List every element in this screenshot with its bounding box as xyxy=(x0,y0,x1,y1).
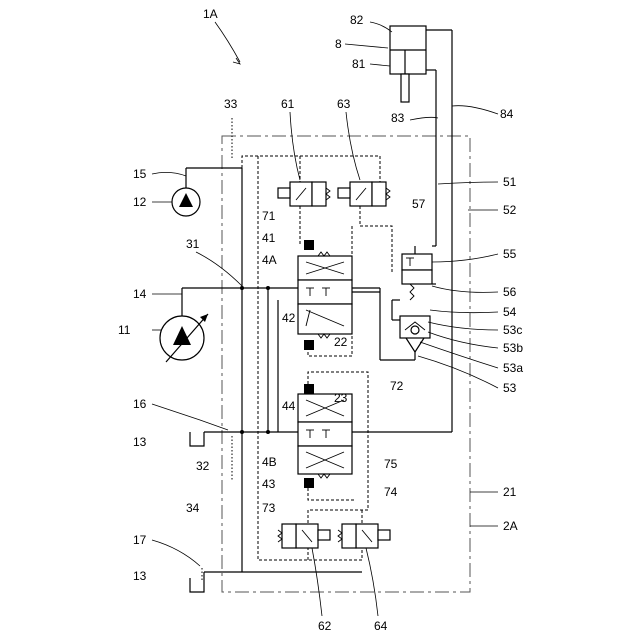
label-61: 61 xyxy=(281,97,295,111)
label-13a: 13 xyxy=(133,435,147,449)
label-4B: 4B xyxy=(262,455,277,469)
label-56: 56 xyxy=(503,285,517,299)
label-81: 81 xyxy=(352,57,366,71)
solenoid-valve-64 xyxy=(338,524,390,548)
label-55: 55 xyxy=(503,247,517,261)
label-32: 32 xyxy=(196,459,210,473)
label-11: 11 xyxy=(118,323,131,337)
label-54: 54 xyxy=(503,305,517,319)
label-33: 33 xyxy=(224,97,238,111)
label-2A: 2A xyxy=(503,519,518,533)
tank-upper xyxy=(190,432,300,446)
label-8: 8 xyxy=(335,37,342,51)
label-13b: 13 xyxy=(133,569,147,583)
label-63: 63 xyxy=(337,97,351,111)
tank-lower xyxy=(190,572,362,592)
label-system: 1A xyxy=(203,7,218,21)
label-21: 21 xyxy=(503,485,517,499)
label-74: 74 xyxy=(384,485,398,499)
label-14: 14 xyxy=(133,287,147,301)
label-17: 17 xyxy=(133,533,147,547)
valve-4A xyxy=(298,240,380,350)
label-43: 43 xyxy=(262,477,276,491)
label-42: 42 xyxy=(282,311,296,325)
label-44: 44 xyxy=(282,399,296,413)
label-64: 64 xyxy=(374,619,388,633)
label-62: 62 xyxy=(318,619,332,633)
label-4A: 4A xyxy=(262,253,277,267)
label-82: 82 xyxy=(350,13,364,27)
label-12: 12 xyxy=(133,195,147,209)
hydraulic-cylinder xyxy=(390,26,452,432)
logic-valve-55 xyxy=(402,254,432,300)
valve-4B xyxy=(298,384,452,488)
label-73: 73 xyxy=(262,501,276,515)
label-41: 41 xyxy=(262,231,276,245)
label-83: 83 xyxy=(391,111,405,125)
label-53a: 53a xyxy=(503,361,523,375)
solenoid-valve-63 xyxy=(338,182,390,206)
label-72: 72 xyxy=(390,379,404,393)
label-75: 75 xyxy=(384,457,398,471)
label-23: 23 xyxy=(334,391,348,405)
label-57: 57 xyxy=(412,197,426,211)
label-52: 52 xyxy=(503,203,517,217)
label-53c: 53c xyxy=(503,323,522,337)
label-34: 34 xyxy=(186,501,200,515)
label-51: 51 xyxy=(503,175,517,189)
label-31: 31 xyxy=(186,237,200,251)
solenoid-valve-61 xyxy=(278,182,330,206)
label-53b: 53b xyxy=(503,341,523,355)
label-22: 22 xyxy=(334,335,348,349)
check-valve-53 xyxy=(400,316,430,360)
solenoid-valve-62 xyxy=(278,524,330,548)
label-71: 71 xyxy=(262,209,276,223)
label-84: 84 xyxy=(500,107,514,121)
label-53: 53 xyxy=(503,381,517,395)
label-15: 15 xyxy=(133,167,147,181)
label-16: 16 xyxy=(133,397,147,411)
